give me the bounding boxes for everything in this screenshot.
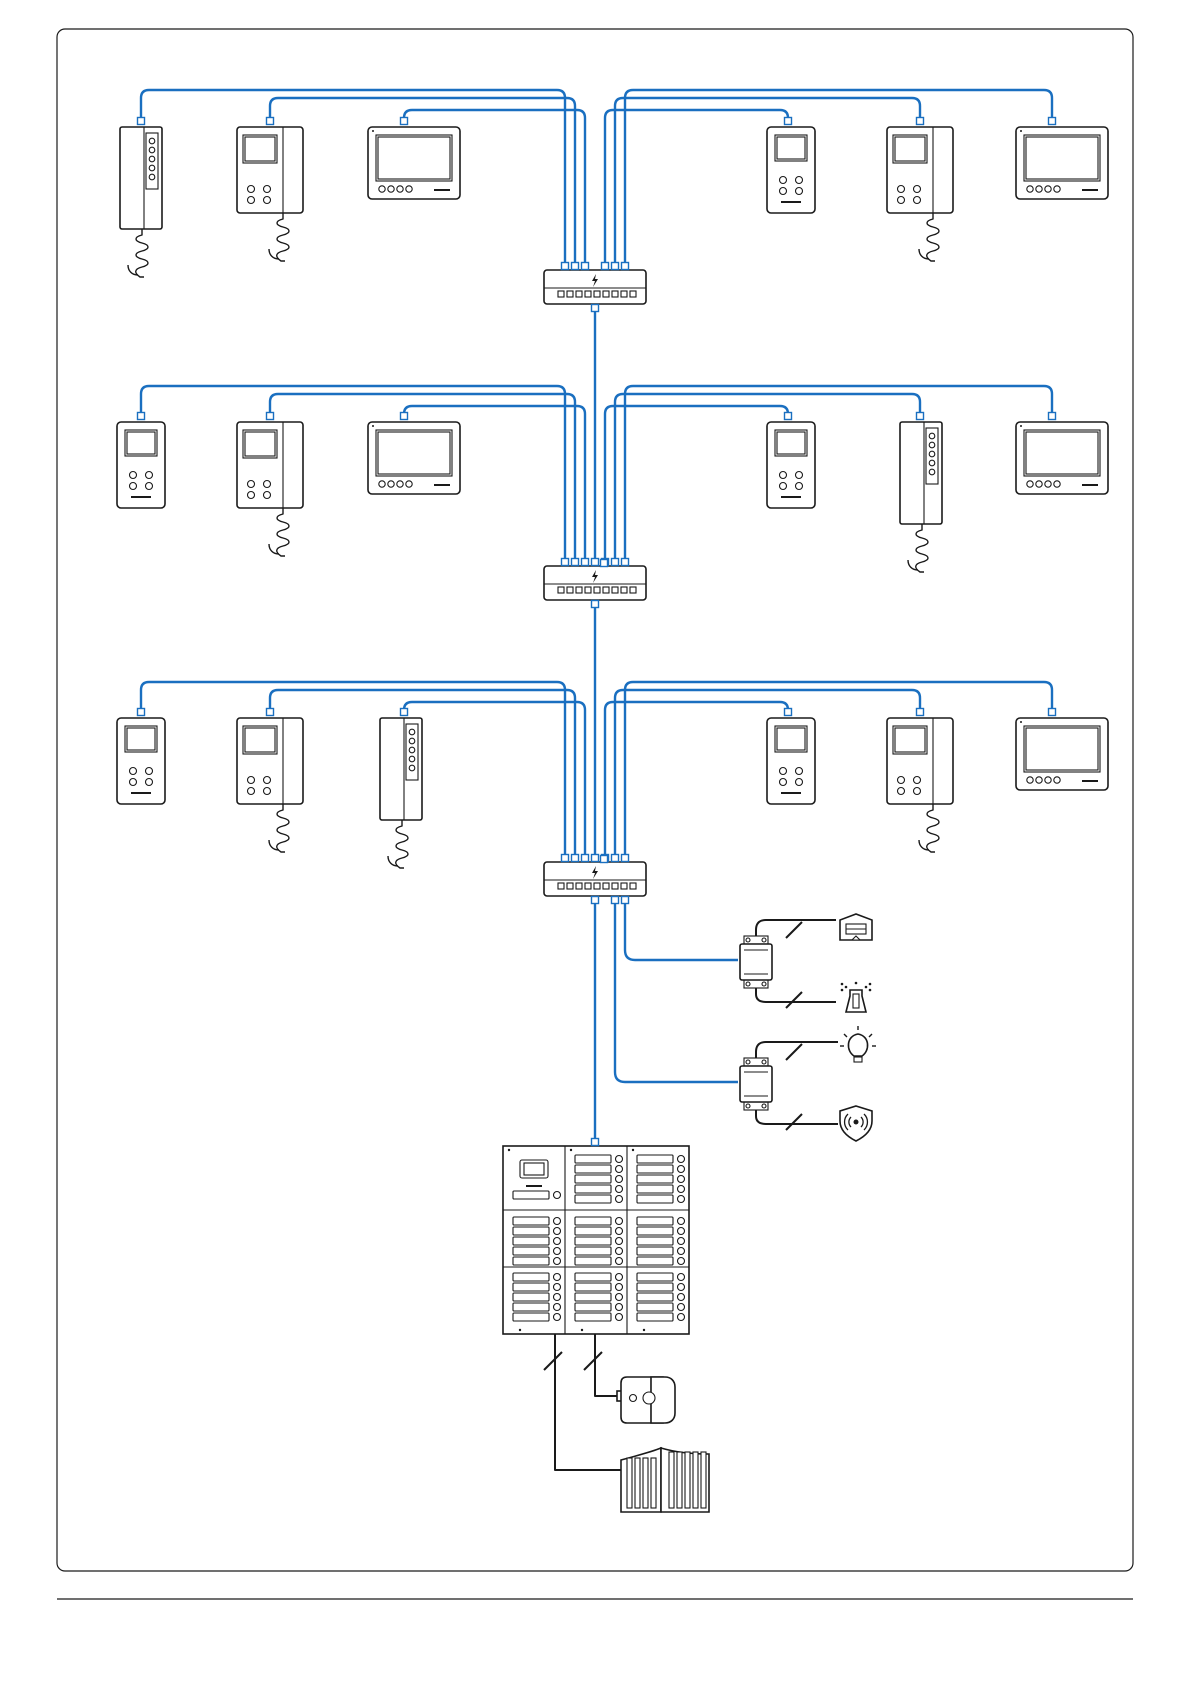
port — [138, 118, 145, 125]
port — [562, 263, 569, 270]
touch-monitor — [1016, 718, 1108, 790]
port — [572, 263, 579, 270]
gate-bar — [643, 1458, 648, 1508]
port — [401, 709, 408, 716]
port — [612, 855, 619, 862]
relay-module — [740, 1058, 772, 1110]
port — [592, 1139, 599, 1146]
port — [917, 413, 924, 420]
gate-bar — [651, 1458, 656, 1508]
port — [592, 559, 599, 566]
port — [267, 709, 274, 716]
poe-switch-icon — [544, 862, 646, 896]
touch-monitor — [1016, 422, 1108, 494]
port — [401, 413, 408, 420]
port — [562, 559, 569, 566]
gate-bar — [701, 1452, 706, 1508]
port — [582, 263, 589, 270]
gate-bar — [677, 1452, 682, 1508]
port — [785, 118, 792, 125]
port — [562, 855, 569, 862]
poe-switch-icon — [544, 270, 646, 304]
port — [622, 897, 629, 904]
touch-monitor — [368, 127, 460, 199]
port — [622, 855, 629, 862]
port — [267, 413, 274, 420]
port — [622, 263, 629, 270]
port — [592, 601, 599, 608]
port — [572, 855, 579, 862]
touch-monitor — [1016, 127, 1108, 199]
port — [785, 413, 792, 420]
port — [612, 897, 619, 904]
port — [1049, 118, 1056, 125]
port — [601, 856, 608, 863]
gate-bar — [685, 1452, 690, 1508]
modular-door-panel — [503, 1146, 689, 1334]
port — [592, 897, 599, 904]
port — [612, 263, 619, 270]
port — [602, 263, 609, 270]
port — [601, 560, 608, 567]
hands-free-monitor — [767, 127, 815, 213]
port — [1049, 413, 1056, 420]
port — [592, 855, 599, 862]
port — [138, 413, 145, 420]
poe-switch-icon — [544, 566, 646, 600]
touch-monitor — [368, 422, 460, 494]
port — [138, 709, 145, 716]
port — [612, 559, 619, 566]
hands-free-monitor — [117, 718, 165, 804]
port — [622, 559, 629, 566]
electric-lock-icon — [617, 1377, 675, 1423]
port — [592, 305, 599, 312]
port — [401, 118, 408, 125]
gate-bar — [669, 1452, 674, 1508]
relay-module — [740, 936, 772, 988]
gate-icon — [621, 1448, 709, 1512]
port — [785, 709, 792, 716]
port — [582, 559, 589, 566]
hands-free-monitor — [117, 422, 165, 508]
port — [1049, 709, 1056, 716]
hands-free-monitor — [767, 718, 815, 804]
garage-door-icon — [840, 914, 872, 940]
gate-bar — [635, 1458, 640, 1508]
port — [917, 709, 924, 716]
port — [917, 118, 924, 125]
port — [572, 559, 579, 566]
port — [582, 855, 589, 862]
hands-free-monitor — [767, 422, 815, 508]
port — [267, 118, 274, 125]
gate-bar — [693, 1452, 698, 1508]
gate-bar — [627, 1458, 632, 1508]
